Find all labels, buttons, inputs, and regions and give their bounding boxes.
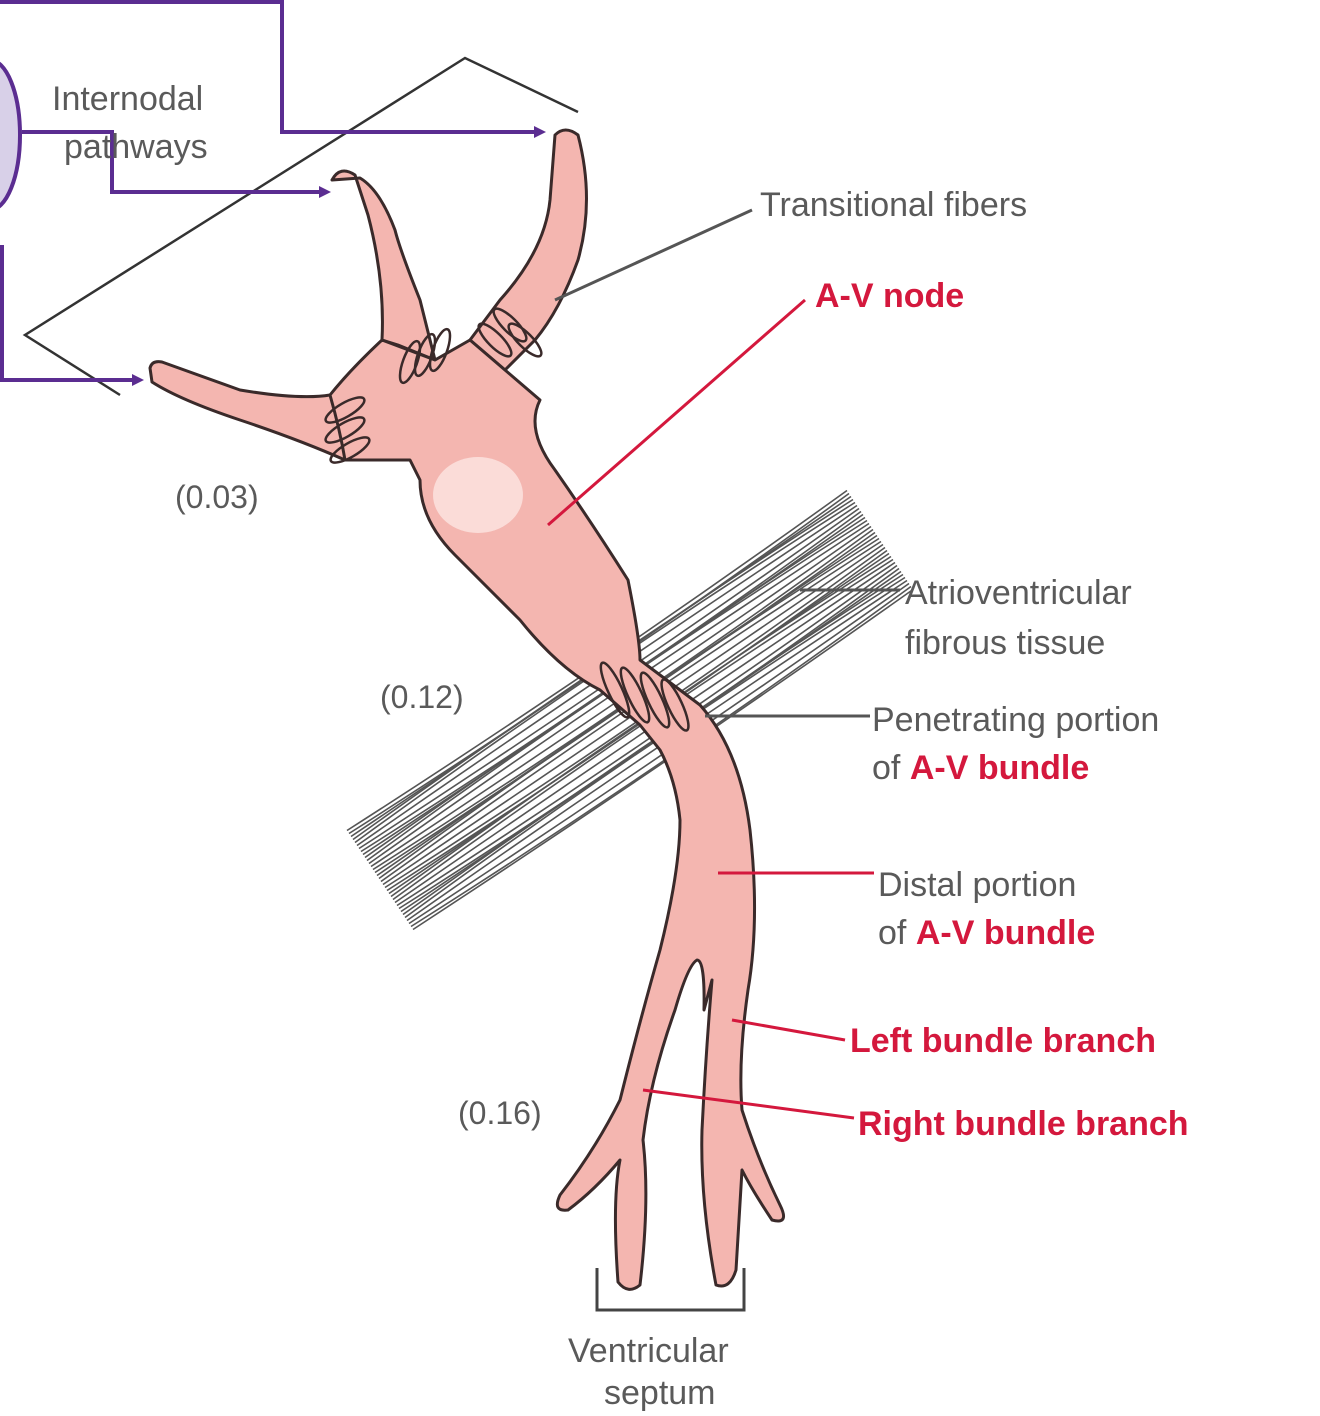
penetrating-label-2: of A-V bundle xyxy=(872,749,1089,787)
timing-012: (0.12) xyxy=(380,679,464,715)
av-fibrous-label-2: fibrous tissue xyxy=(905,624,1105,662)
distal-label-1: Distal portion xyxy=(878,866,1076,904)
av-node-label: A-V node xyxy=(815,277,964,315)
internodal-label-1: Internodal xyxy=(52,80,203,118)
septum-label-2: septum xyxy=(604,1374,716,1411)
left-bundle-branch-label: Left bundle branch xyxy=(850,1022,1156,1060)
av-fibrous-label-1: Atrioventricular xyxy=(905,574,1132,612)
distal-label-2: of A-V bundle xyxy=(878,914,1095,952)
timing-016: (0.16) xyxy=(458,1095,542,1131)
right-bundle-branch-label: Right bundle branch xyxy=(858,1105,1189,1143)
arrow-left xyxy=(2,245,138,380)
penetrating-label-1: Penetrating portion xyxy=(872,701,1159,739)
transitional-fibers-label: Transitional fibers xyxy=(760,186,1027,224)
purple-circle xyxy=(0,60,20,210)
septum-label-1: Ventricular xyxy=(568,1332,729,1370)
timing-003: (0.03) xyxy=(175,479,259,515)
internodal-label-2: pathways xyxy=(64,128,208,166)
